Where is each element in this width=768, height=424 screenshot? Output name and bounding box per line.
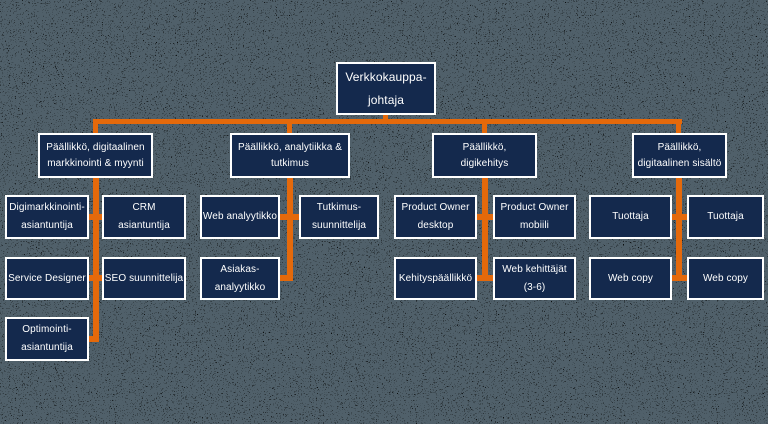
connector-tick-b2-row2 <box>280 275 293 281</box>
node-seo-suunnittelija: SEO suunnittelija <box>102 257 186 300</box>
connector-spine-branch1 <box>93 177 99 342</box>
connector-drop-branch3 <box>482 119 487 133</box>
connector-drop-branch2 <box>287 119 292 133</box>
connector-tick-b1-row1 <box>88 214 104 220</box>
node-paallikko-digikehitys: Päällikkö, digikehitys <box>432 133 537 178</box>
node-digimarkkinointi-asiantuntija: Digimarkkinointi- asiantuntija <box>5 195 89 239</box>
connector-tick-b3-row1 <box>477 214 493 220</box>
connector-spine-branch3 <box>482 177 488 281</box>
node-tuottaja-1: Tuottaja <box>589 195 672 239</box>
node-asiakas-analyytikko: Asiakas- analyytikko <box>200 257 280 300</box>
node-optimointi-asiantuntija: Optimointi- asiantuntija <box>5 317 89 361</box>
node-web-analyytikko: Web analyytikko <box>200 195 280 239</box>
connector-tick-b2-row1 <box>280 214 299 220</box>
node-tutkimus-suunnittelija: Tutkimus- suunnittelija <box>299 195 379 239</box>
connector-trunk <box>93 119 682 124</box>
node-paallikko-digimarkkinointi-myynti: Päällikkö, digitaalinen markkinointi & m… <box>38 133 153 178</box>
connector-tick-b4-row1 <box>672 214 687 220</box>
node-service-designer: Service Designer <box>5 257 89 300</box>
node-web-copy-1: Web copy <box>589 257 672 300</box>
node-web-kehittajat: Web kehittäjät (3-6) <box>493 257 576 300</box>
node-crm-asiantuntija: CRM asiantuntija <box>102 195 186 239</box>
node-verkkokauppajohtaja: Verkkokauppa- johtaja <box>336 62 436 115</box>
node-product-owner-desktop: Product Owner desktop <box>394 195 477 239</box>
connector-spine-branch2 <box>287 177 293 281</box>
connector-root-stub <box>383 114 388 121</box>
node-kehityspaallikko: Kehityspäällikkö <box>394 257 477 300</box>
node-tuottaja-2: Tuottaja <box>687 195 764 239</box>
node-paallikko-analytiikka-tutkimus: Päällikkö, analytiikka & tutkimus <box>230 133 350 178</box>
connector-spine-branch4 <box>676 177 682 281</box>
connector-tick-b4-row2 <box>672 275 687 281</box>
connector-drop-branch4 <box>676 119 681 133</box>
connector-tick-b1-row3 <box>88 336 99 342</box>
node-paallikko-digitaalinen-sisalto: Päällikkö, digitaalinen sisältö <box>632 133 727 178</box>
connector-drop-branch1 <box>93 119 98 133</box>
node-web-copy-2: Web copy <box>687 257 764 300</box>
connector-tick-b1-row2 <box>88 275 104 281</box>
connector-tick-b3-row2 <box>477 275 493 281</box>
node-product-owner-mobiili: Product Owner mobiili <box>493 195 576 239</box>
